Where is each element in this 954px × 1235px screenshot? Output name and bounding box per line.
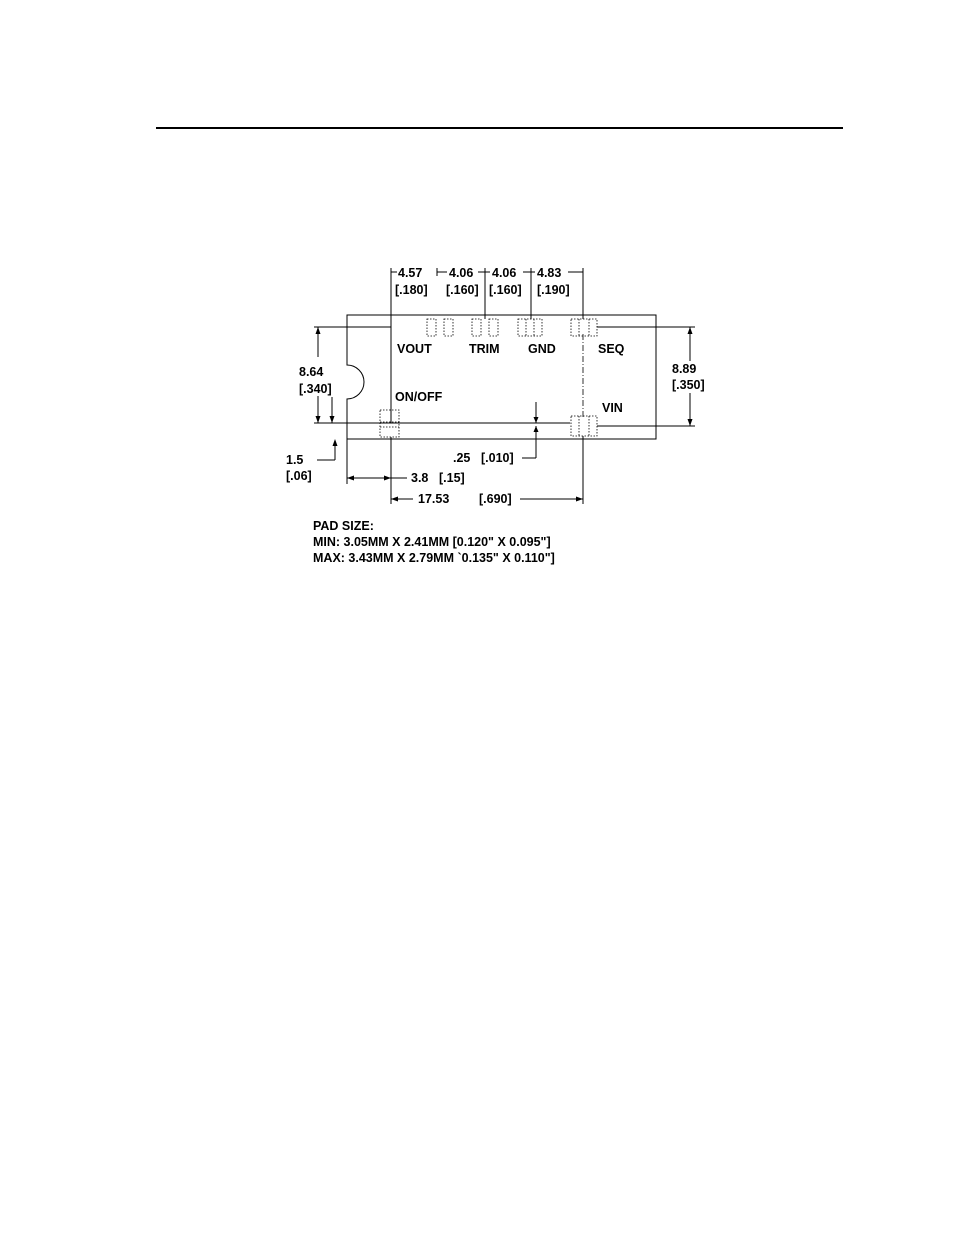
dim-pin-span-mm: 17.53 xyxy=(418,492,449,506)
dim-height-right-in: [.350] xyxy=(672,378,705,392)
label-on-off: ON/OFF xyxy=(395,390,443,404)
pad-trim xyxy=(472,319,498,336)
dim-pitch-1-mm: 4.57 xyxy=(398,266,422,280)
dim-pitch-1-in: [.180] xyxy=(395,283,428,297)
pad-size-title: PAD SIZE: xyxy=(313,519,374,533)
dim-pitch-2-in: [.160] xyxy=(446,283,479,297)
dim-pin-offset-mm: 3.8 xyxy=(411,471,428,485)
dim-pitch-2-mm: 4.06 xyxy=(449,266,473,280)
label-vout: VOUT xyxy=(397,342,432,356)
dim-height-left-mm: 8.64 xyxy=(299,365,323,379)
dim-edge-offset-mm: 1.5 xyxy=(286,453,303,467)
pad-size-min: MIN: 3.05MM X 2.41MM [0.120" X 0.095"] xyxy=(313,535,551,549)
dim-pitch-3-mm: 4.06 xyxy=(492,266,516,280)
dim-pin-offset-in: [.15] xyxy=(439,471,465,485)
coplanarity-leader xyxy=(522,402,539,458)
module-outline xyxy=(347,315,656,439)
pad-vin xyxy=(571,416,597,436)
pad-size-max: MAX: 3.43MM X 2.79MM `0.135" X 0.110"] xyxy=(313,551,555,565)
label-trim: TRIM xyxy=(469,342,500,356)
height-left-dimension-lines xyxy=(314,327,391,423)
pad-vout xyxy=(427,319,453,336)
dim-height-left-in: [.340] xyxy=(299,382,332,396)
edge-offset-leader xyxy=(317,439,338,460)
dim-coplanarity-in: [.010] xyxy=(481,451,514,465)
label-vin: VIN xyxy=(602,401,623,415)
label-seq: SEQ xyxy=(598,342,625,356)
dim-coplanarity-mm: .25 xyxy=(453,451,470,465)
dim-pitch-4-in: [.190] xyxy=(537,283,570,297)
pad-seq xyxy=(571,319,597,336)
label-gnd: GND xyxy=(528,342,556,356)
dim-height-right-mm: 8.89 xyxy=(672,362,696,376)
pin-offset-dimension-lines xyxy=(347,437,407,504)
dim-pin-span-in: [.690] xyxy=(479,492,512,506)
dim-pitch-3-in: [.160] xyxy=(489,283,522,297)
pad-gnd xyxy=(518,319,542,336)
dim-edge-offset-in: [.06] xyxy=(286,469,312,483)
dim-pitch-4-mm: 4.83 xyxy=(537,266,561,280)
